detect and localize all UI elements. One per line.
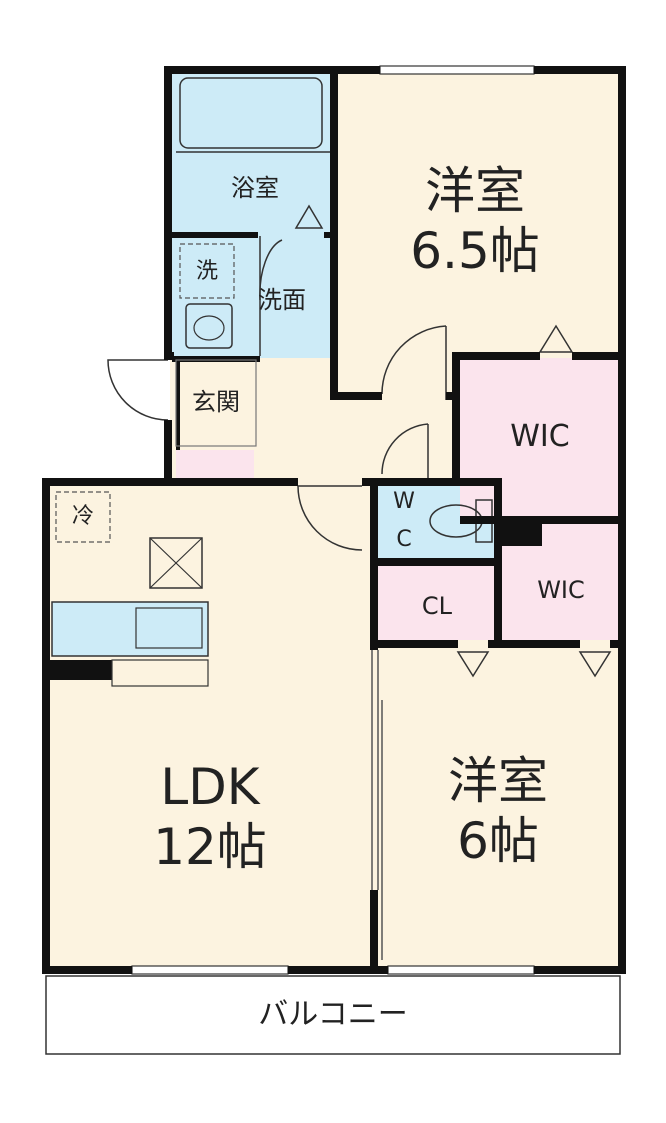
washer-space [179, 243, 235, 299]
wash-basin-bowl [193, 315, 225, 341]
kitchen-wall [46, 660, 112, 680]
western-upper-name: 洋室 [425, 162, 525, 220]
kitchen-sink [135, 607, 203, 649]
room-closet [376, 563, 498, 640]
western-lower-name: 洋室 [448, 752, 548, 810]
entrance-label: 玄関 [192, 388, 240, 416]
walls [42, 66, 626, 974]
range-hood-diag-2 [149, 537, 203, 589]
doors [107, 236, 612, 678]
ldk-name: LDK [160, 758, 260, 816]
western-lower-size: 6帖 [457, 812, 539, 870]
wash-basin [185, 303, 233, 349]
room-western-upper [336, 70, 620, 392]
ldk-size: 12帖 [153, 818, 267, 876]
room-ldk [46, 483, 376, 970]
washroom-label: 洗面 [258, 286, 306, 314]
bath-label: 浴室 [231, 174, 279, 202]
sliding-door [371, 650, 383, 960]
entrance-outline [175, 359, 257, 447]
room-wic-upper [460, 358, 620, 520]
bath-door-marker [294, 204, 324, 229]
wc-label-c: C [396, 527, 412, 552]
fridge-label: 冷 [71, 504, 94, 529]
fridge-space [55, 491, 111, 543]
balcony-label: バルコニー [258, 997, 408, 1032]
western-upper-size: 6.5帖 [410, 222, 540, 280]
room-western-lower [376, 640, 620, 970]
kitchen-counter [51, 601, 209, 657]
balcony [45, 975, 621, 1055]
closet-label: CL [421, 592, 453, 620]
bathtub [179, 77, 323, 149]
wic-lower-label: WIC [537, 576, 585, 604]
wc-label-w: W [393, 489, 415, 514]
range-hood [149, 537, 203, 589]
kitchen-base [111, 659, 209, 687]
wic-upper-label: WIC [510, 419, 570, 454]
shoe-box [176, 450, 254, 483]
washer-label: 洗 [195, 259, 218, 284]
